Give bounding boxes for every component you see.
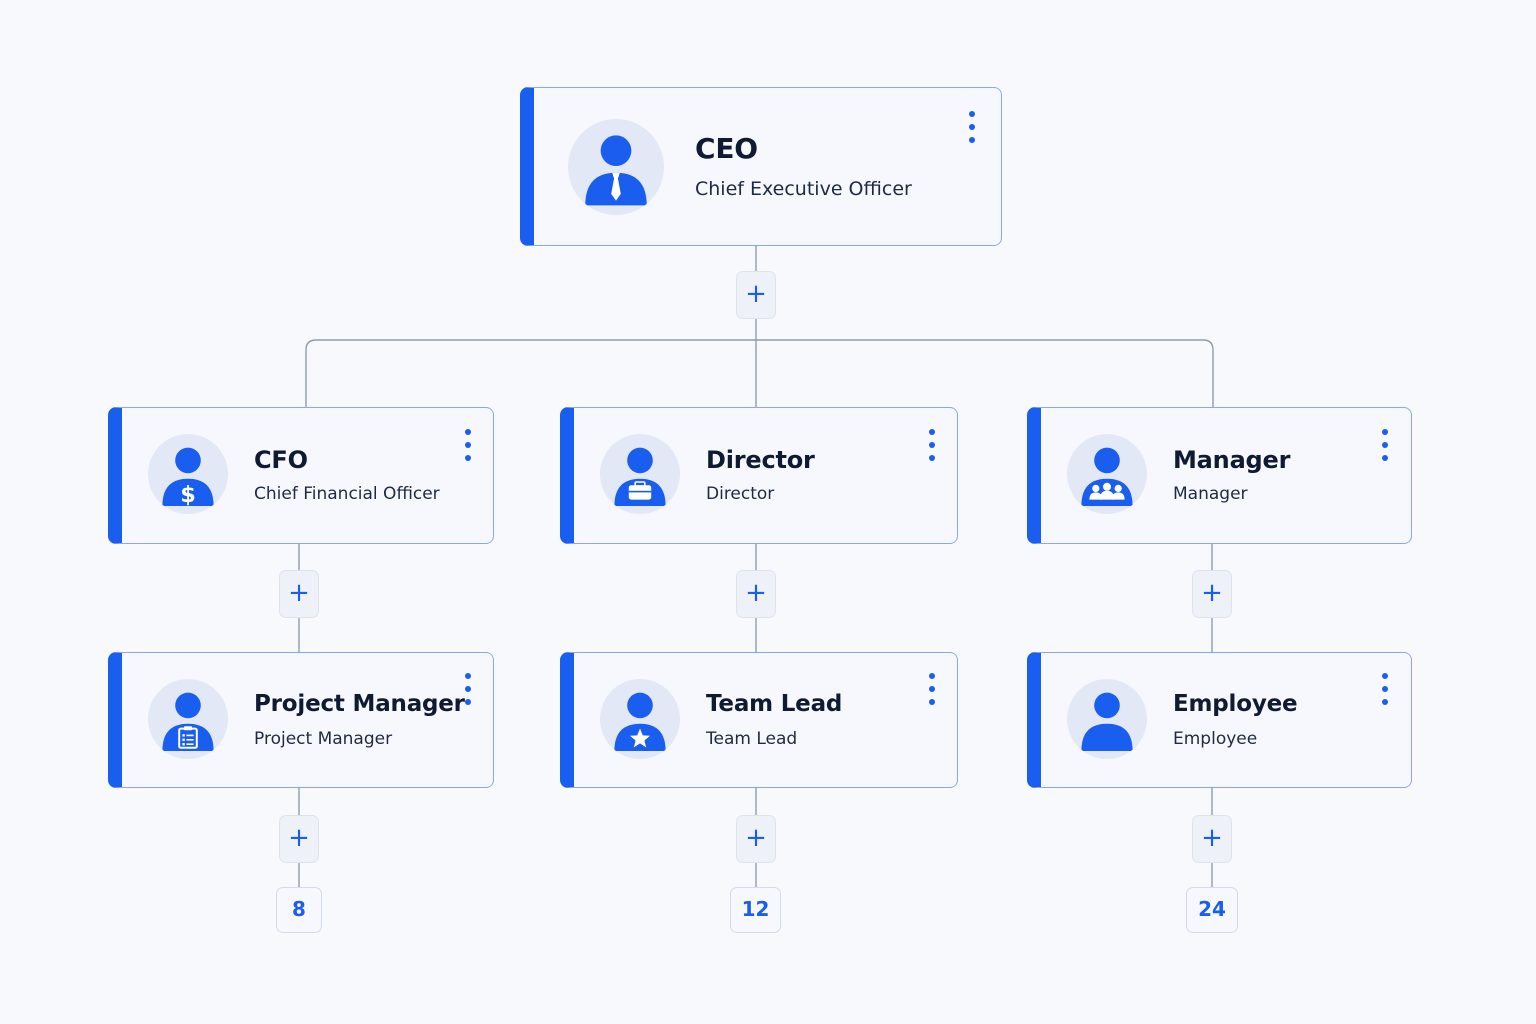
person-dollar-icon: $ (148, 434, 228, 514)
node-title: Manager (1173, 446, 1291, 474)
count-badge[interactable]: 8 (276, 887, 322, 933)
node-title: Team Lead (706, 691, 843, 717)
svg-text:$: $ (180, 482, 196, 508)
node-subtitle: Chief Executive Officer (695, 178, 912, 200)
node-title: Project Manager (254, 691, 465, 717)
count-badge[interactable]: 12 (730, 887, 781, 933)
team-lead-card[interactable]: Team Lead Team Lead (560, 652, 958, 788)
more-options-icon[interactable] (461, 428, 475, 464)
node-subtitle: Manager (1173, 484, 1248, 504)
more-options-icon[interactable] (925, 672, 939, 708)
node-title: Director (706, 446, 815, 474)
node-subtitle: Project Manager (254, 729, 393, 749)
node-subtitle: Team Lead (706, 729, 798, 749)
ceo-card[interactable]: CEO Chief Executive Officer (520, 87, 1002, 246)
more-options-icon[interactable] (1378, 428, 1392, 464)
node-subtitle: Chief Financial Officer (254, 484, 440, 504)
add-child-button[interactable]: + (736, 570, 776, 618)
add-child-button[interactable]: + (736, 815, 776, 863)
manager-card[interactable]: Manager Manager (1027, 407, 1412, 544)
add-child-button[interactable]: + (1192, 570, 1232, 618)
add-child-button[interactable]: + (279, 815, 319, 863)
person-clipboard-icon (148, 679, 228, 759)
add-child-button[interactable]: + (279, 570, 319, 618)
more-options-icon[interactable] (965, 110, 979, 146)
person-briefcase-icon (600, 434, 680, 514)
director-card[interactable]: Director Director (560, 407, 958, 544)
node-subtitle: Employee (1173, 729, 1258, 749)
node-subtitle: Director (706, 484, 775, 504)
project-manager-card[interactable]: Project Manager Project Manager (108, 652, 494, 788)
more-options-icon[interactable] (1378, 672, 1392, 708)
count-badge[interactable]: 24 (1186, 887, 1238, 933)
employee-card[interactable]: Employee Employee (1027, 652, 1412, 788)
person-icon (1067, 679, 1147, 759)
add-child-button[interactable]: + (1192, 815, 1232, 863)
node-title: CEO (695, 132, 758, 165)
node-title: Employee (1173, 691, 1298, 717)
more-options-icon[interactable] (461, 672, 475, 708)
cfo-card[interactable]: $ CFO Chief Financial Officer (108, 407, 494, 544)
person-star-icon (600, 679, 680, 759)
person-group-icon (1067, 434, 1147, 514)
node-title: CFO (254, 446, 308, 474)
more-options-icon[interactable] (925, 428, 939, 464)
person-tie-icon (568, 119, 664, 215)
add-child-button[interactable]: + (736, 271, 776, 319)
